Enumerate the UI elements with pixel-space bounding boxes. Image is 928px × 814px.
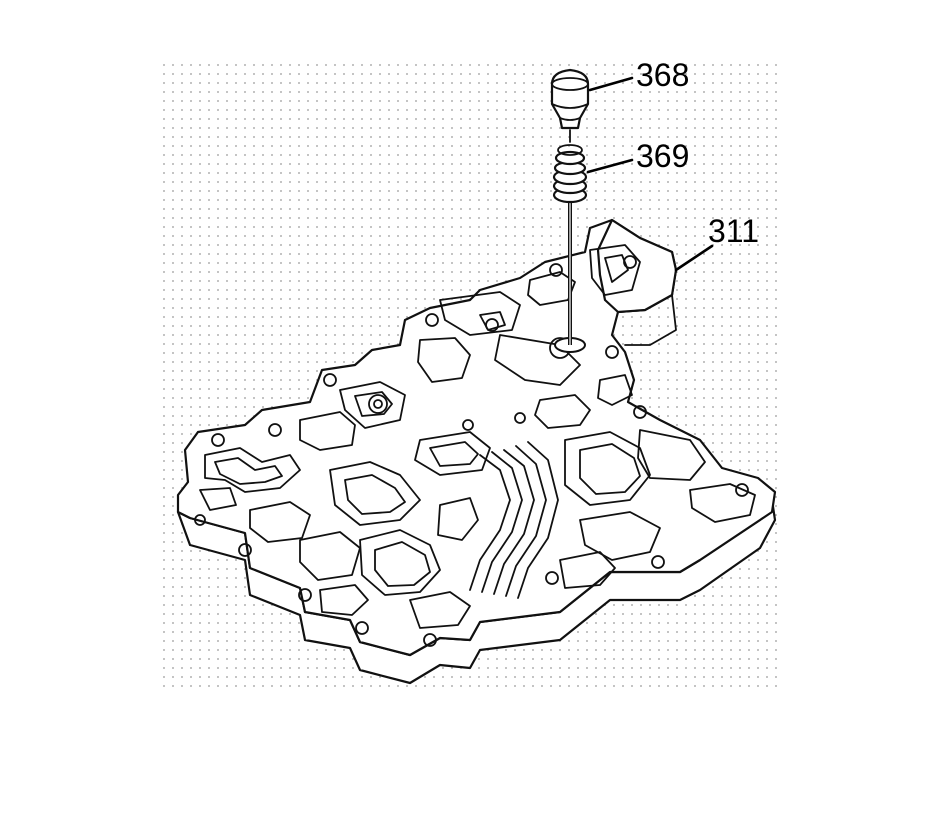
callout-label-369: 369 <box>636 138 689 174</box>
valve-body-spacer-plate <box>176 218 777 685</box>
callout-label-311: 311 <box>708 213 759 249</box>
callout-311: 311 <box>674 213 759 272</box>
valve-368 <box>550 68 590 143</box>
callout-369: 369 <box>586 138 689 174</box>
fluid-channels <box>194 244 756 647</box>
callout-368: 368 <box>588 57 689 93</box>
spring-369 <box>552 144 588 345</box>
callout-label-368: 368 <box>636 57 689 93</box>
